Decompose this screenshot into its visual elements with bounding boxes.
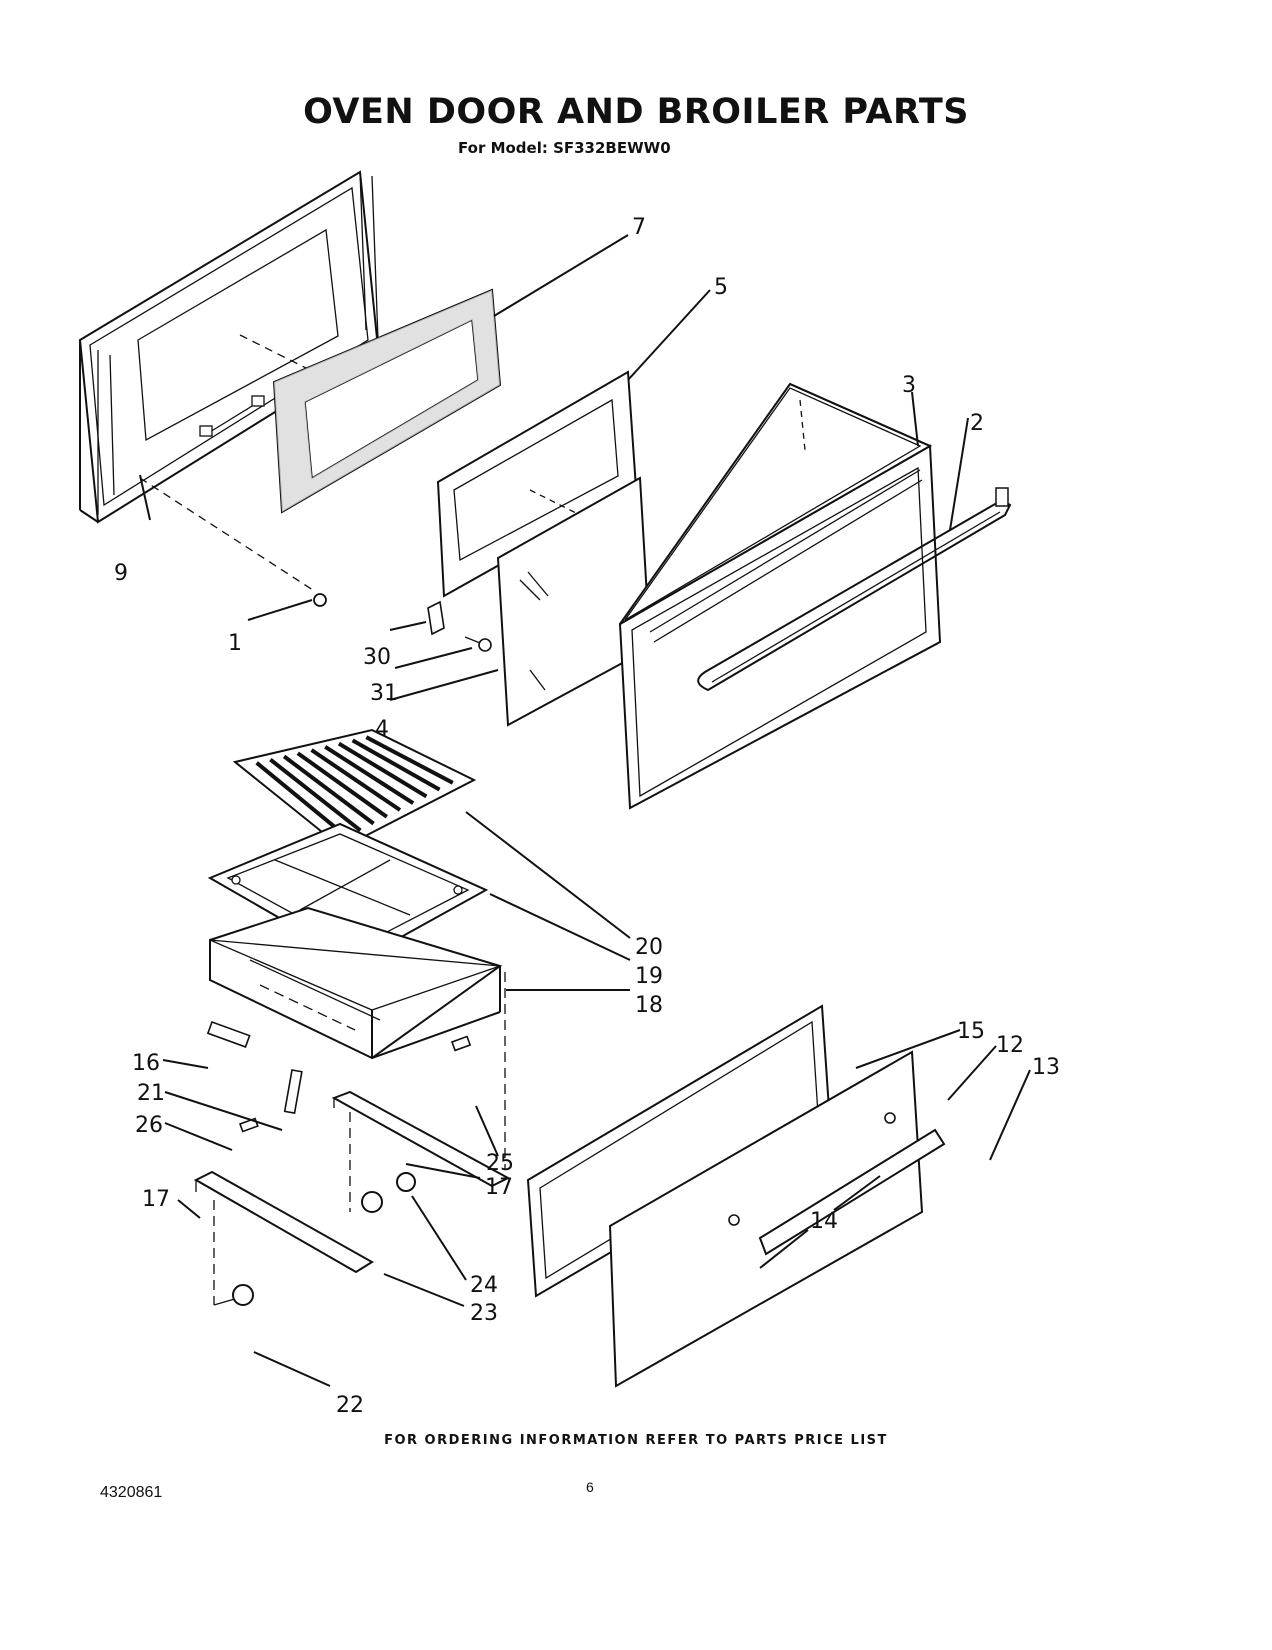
grid-rib bbox=[324, 745, 415, 805]
callout-21: 21 bbox=[137, 1081, 165, 1106]
callout-17-left: 17 bbox=[142, 1187, 170, 1212]
broiler-grid bbox=[232, 728, 477, 850]
callout-20: 20 bbox=[635, 935, 663, 960]
part-24-roller bbox=[396, 1172, 416, 1192]
part-16-bracket bbox=[206, 1020, 251, 1048]
callout-1: 1 bbox=[228, 631, 242, 656]
grid-rib bbox=[269, 758, 362, 832]
leader-lines bbox=[139, 234, 1031, 1387]
grid-rib bbox=[255, 761, 349, 839]
callout-14: 14 bbox=[810, 1209, 838, 1234]
rollers bbox=[232, 1172, 416, 1306]
small-hardware bbox=[313, 593, 492, 652]
broiler-drawer-body bbox=[209, 906, 506, 1170]
callout-12: 12 bbox=[996, 1033, 1024, 1058]
grid-rib bbox=[296, 751, 388, 819]
callout-13: 13 bbox=[1032, 1055, 1060, 1080]
callout-31: 31 bbox=[370, 681, 398, 706]
page-number: 6 bbox=[586, 1479, 594, 1495]
part-1-screw bbox=[313, 593, 327, 607]
callout-24: 24 bbox=[470, 1273, 498, 1298]
drawer-outer-panel bbox=[608, 1050, 946, 1388]
callout-9: 9 bbox=[114, 561, 128, 586]
document-number: 4320861 bbox=[100, 1484, 163, 1501]
door-gasket bbox=[272, 288, 502, 514]
part-31-screw bbox=[478, 638, 492, 652]
grid-rib bbox=[282, 754, 375, 826]
oven-door-liner bbox=[618, 382, 942, 810]
slide-rail-left bbox=[193, 1170, 374, 1306]
grid-rib bbox=[351, 738, 441, 792]
part-21-hinge bbox=[283, 1069, 303, 1115]
callout-4: 4 bbox=[375, 717, 389, 742]
page-title: OVEN DOOR AND BROILER PARTS bbox=[303, 92, 969, 132]
callout-26: 26 bbox=[135, 1113, 163, 1138]
grid-rib bbox=[310, 748, 402, 812]
callout-16: 16 bbox=[132, 1051, 160, 1076]
callout-15: 15 bbox=[957, 1019, 985, 1044]
callout-25: 25 bbox=[486, 1151, 514, 1176]
callout-30: 30 bbox=[363, 645, 391, 670]
callout-23: 23 bbox=[470, 1301, 498, 1326]
callout-3: 3 bbox=[902, 373, 916, 398]
slide-rail-right bbox=[331, 1090, 511, 1212]
callout-17-right: 17 bbox=[485, 1175, 513, 1200]
part-30-clip bbox=[427, 600, 445, 636]
grid-rib bbox=[337, 741, 428, 799]
drawer-hardware bbox=[206, 1020, 472, 1133]
model-subtitle: For Model: SF332BEWW0 bbox=[458, 139, 671, 157]
callout-22: 22 bbox=[336, 1393, 364, 1418]
callout-18: 18 bbox=[635, 993, 663, 1018]
grid-rib bbox=[365, 735, 454, 785]
callout-2: 2 bbox=[970, 411, 984, 436]
callout-7: 7 bbox=[632, 215, 646, 240]
part-25-clip bbox=[450, 1035, 472, 1052]
callout-5: 5 bbox=[714, 275, 728, 300]
ordering-note: FOR ORDERING INFORMATION REFER TO PARTS … bbox=[384, 1433, 888, 1448]
part-23-roller bbox=[361, 1191, 383, 1213]
door-handle bbox=[697, 487, 1012, 692]
callout-labels: 7 5 3 2 9 1 30 31 4 20 19 18 16 21 26 25… bbox=[114, 215, 1060, 1418]
part-22-roller bbox=[232, 1284, 254, 1306]
callout-19: 19 bbox=[635, 964, 663, 989]
